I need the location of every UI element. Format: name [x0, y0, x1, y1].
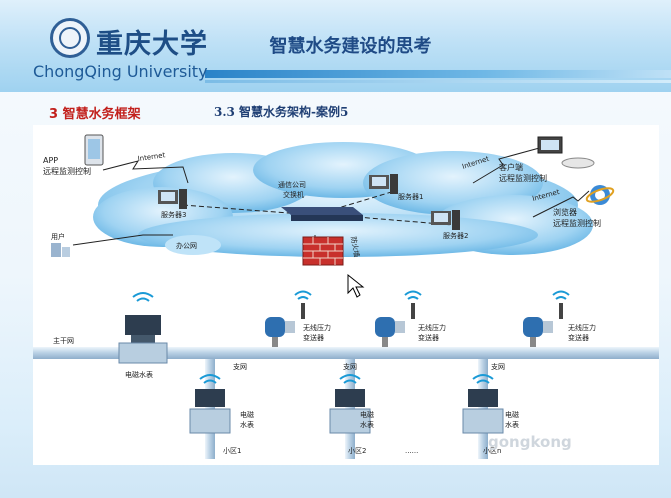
subsection-heading: 3.3 智慧水务架构-案例5	[214, 105, 349, 119]
switch-label-company: 通信公司	[278, 180, 306, 189]
watermark-logo: gongkong	[488, 433, 572, 451]
user-building-icon	[51, 243, 70, 257]
section-heading: 3 智慧水务框架	[49, 107, 141, 122]
branch-meter-3-icon	[462, 374, 504, 434]
user-label: 用户	[51, 232, 65, 241]
switch-icon	[281, 207, 363, 221]
architecture-svg: APP 远程监测控制 Internet Internet 客户端 远程监测控制 …	[33, 134, 659, 459]
branch-net-label-1: 支网	[233, 362, 247, 371]
architecture-diagram: APP 远程监测控制 Internet Internet 客户端 远程监测控制 …	[33, 125, 659, 465]
server-1-label: 服务器1	[398, 192, 423, 201]
district-n-label: 小区n	[483, 446, 501, 455]
branch-meter-3-label-a: 电磁	[505, 410, 519, 419]
pressure-2-label-b: 变送器	[418, 333, 439, 342]
pressure-transmitter-2-icon	[375, 290, 422, 347]
district-2-label: 小区2	[348, 446, 366, 455]
pressure-1-label-b: 变送器	[303, 333, 324, 342]
main-em-meter-icon	[118, 292, 168, 364]
client-label: 客户端	[499, 162, 523, 172]
mouse-cursor-icon	[347, 273, 365, 298]
browser-icon	[585, 185, 615, 205]
server-1-icon	[369, 174, 398, 194]
pressure-3-label-a: 无线压力	[568, 323, 596, 332]
server-2-icon	[431, 210, 460, 230]
pressure-3-label-b: 变送器	[568, 333, 589, 342]
server-3-icon	[158, 189, 187, 209]
phone-icon	[84, 134, 104, 166]
pressure-2-label-a: 无线压力	[418, 323, 446, 332]
browser-label: 浏览器	[553, 207, 577, 217]
main-em-meter-label: 电磁水表	[125, 370, 153, 379]
university-seal-icon	[50, 18, 90, 58]
main-net-label: 主干网	[53, 336, 74, 345]
pressure-1-label-a: 无线压力	[303, 323, 331, 332]
branch-net-label-2: 支网	[343, 362, 357, 371]
app-label: APP	[43, 156, 58, 165]
university-name-en: ChongQing University	[33, 62, 208, 81]
district-dots: ......	[405, 447, 418, 455]
client-control-label: 远程监测控制	[499, 173, 547, 183]
district-1-label: 小区1	[223, 446, 241, 455]
slide-title: 智慧水务建设的思考	[269, 36, 432, 57]
branch-meter-1-label-a: 电磁	[240, 410, 254, 419]
pressure-transmitter-3-icon	[523, 290, 570, 347]
branch-meter-1-icon	[189, 374, 231, 434]
switch-label: 交换机	[283, 190, 304, 199]
branch-net-label-3: 支网	[491, 362, 505, 371]
branch-meter-1-label-b: 水表	[240, 420, 254, 429]
app-control-label: 远程监测控制	[43, 166, 91, 176]
branch-meter-2-label-a: 电磁	[360, 410, 374, 419]
office-net-cloud	[165, 235, 221, 255]
internet-label-left: Internet	[137, 151, 166, 163]
header-stripe	[205, 70, 671, 78]
branch-meter-2-label-b: 水表	[360, 420, 374, 429]
office-net-label: 办公网	[176, 241, 197, 250]
branch-meter-3-label-b: 水表	[505, 420, 519, 429]
browser-control-label: 远程监测控制	[553, 218, 601, 228]
university-name-cn: 重庆大学	[96, 29, 208, 60]
firewall-icon	[302, 236, 344, 266]
branch-meter-2-icon	[329, 374, 371, 434]
main-pipe	[33, 347, 659, 359]
client-computer-icon	[537, 136, 595, 169]
header-stripe-thin	[205, 80, 671, 83]
pressure-transmitter-1-icon	[265, 290, 312, 347]
server-3-label: 服务器3	[161, 210, 186, 219]
server-2-label: 服务器2	[443, 231, 468, 240]
firewall-label: 防火墙	[349, 236, 362, 258]
